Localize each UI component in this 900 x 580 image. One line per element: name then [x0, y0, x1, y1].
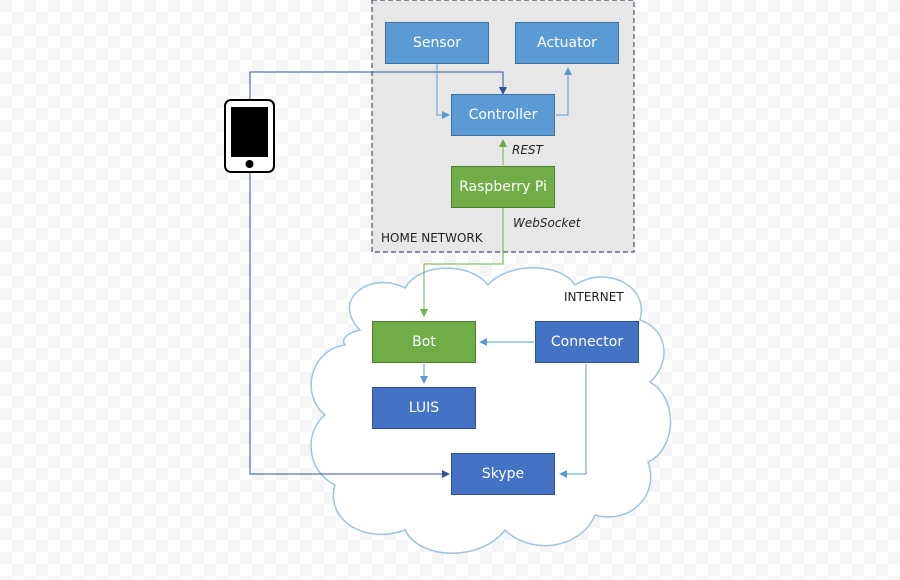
connector-node: Connector — [535, 321, 639, 363]
bot-node: Bot — [372, 321, 476, 363]
home-network-label: HOME NETWORK — [381, 231, 483, 245]
edge-connector-skype — [559, 364, 587, 478]
edge-phone-skype — [249, 172, 450, 478]
luis-node: LUIS — [372, 387, 476, 429]
internet-cloud — [310, 267, 672, 554]
edge-sensor-controller — [436, 64, 450, 119]
websocket-edge-label: WebSocket — [513, 216, 581, 230]
sensor-node: Sensor — [385, 22, 489, 64]
smartphone-icon — [224, 99, 275, 173]
actuator-node: Actuator — [515, 22, 619, 64]
controller-node: Controller — [451, 94, 555, 136]
edge-phone-controller — [249, 71, 507, 100]
edge-controller-actuator — [556, 67, 572, 116]
rest-edge-label: REST — [512, 143, 543, 157]
internet-label: INTERNET — [564, 290, 624, 304]
edge-pi-bot — [420, 208, 504, 317]
skype-node: Skype — [451, 453, 555, 495]
raspberry-pi-node: Raspberry Pi — [451, 166, 555, 208]
